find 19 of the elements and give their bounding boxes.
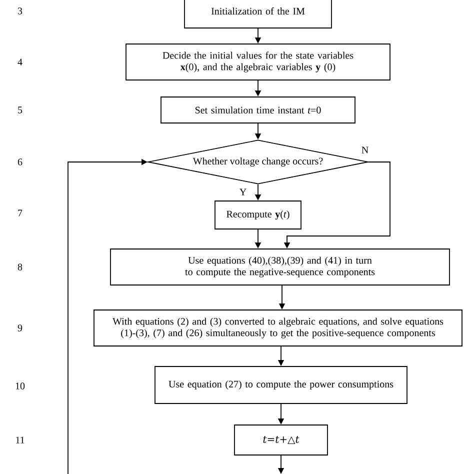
process-box: Use equations (40),(38),(39) and (41) in turn to compute the negative-sequence components	[110, 248, 450, 286]
process-box: Decide the initial values for the state variables x(0), and the algebraic variables y (0)	[126, 44, 390, 80]
step-number: 9	[18, 324, 22, 332]
step-number: 4	[18, 58, 22, 66]
process-box: Set simulation time instant t=0	[160, 96, 356, 124]
process-box: Recompute y(t)	[214, 200, 302, 230]
process-box: Use equation (27) to compute the power consumptions	[154, 366, 408, 404]
process-box: Initialization of the IM	[184, 0, 332, 28]
edge-label: Y	[238, 188, 248, 196]
step-number: 7	[18, 210, 22, 216]
process-box: With equations (2) and (3) converted to algebraic equations, and solve equations (1)-(3), (7) and (26) simultaneously to get the positive-sequence components	[94, 310, 462, 346]
step-number: 5	[18, 106, 22, 114]
step-number: 3	[18, 8, 22, 14]
process-box: t=t+△t	[234, 424, 328, 456]
step-number: 8	[18, 264, 22, 270]
step-number: 11	[16, 436, 24, 444]
step-number: 10	[16, 382, 25, 390]
step-number: 6	[18, 158, 22, 166]
edge-label: N	[360, 146, 370, 154]
